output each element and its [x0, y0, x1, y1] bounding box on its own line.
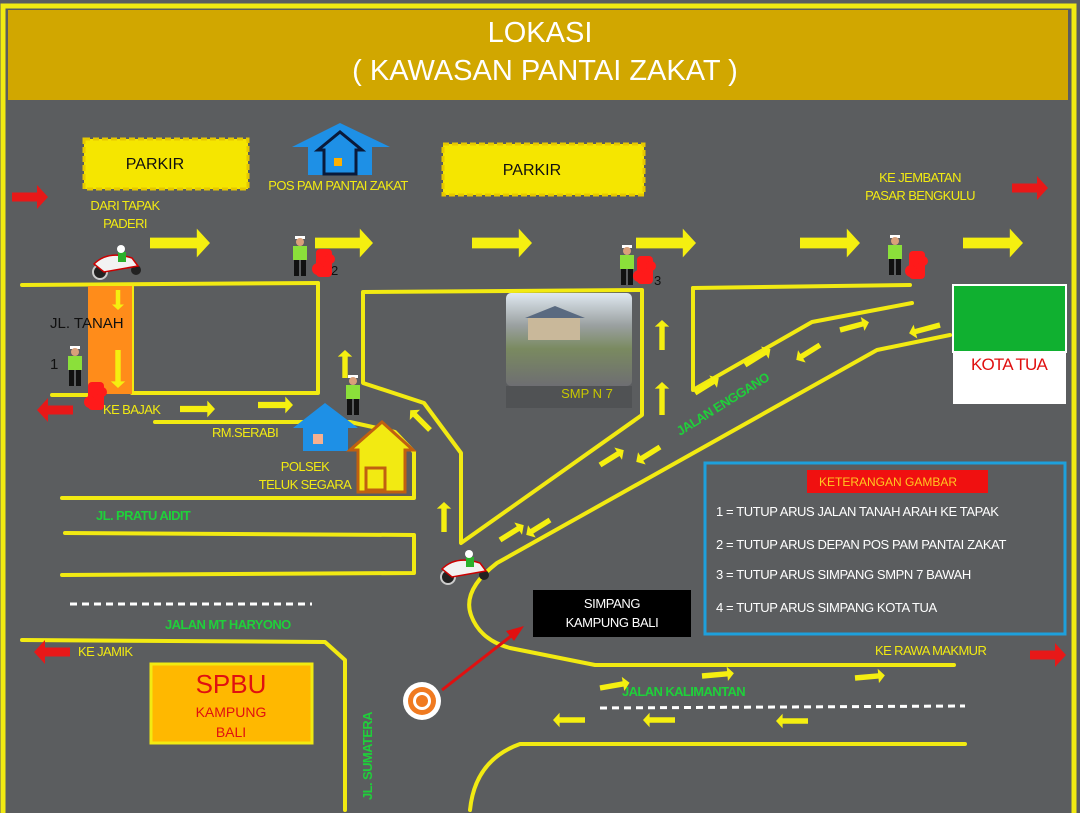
street-kalimantan: JALAN KALIMANTAN: [622, 684, 745, 699]
street-sumatera: JL. SUMATERA: [360, 711, 375, 800]
pos-pam-label: POS PAM PANTAI ZAKAT: [268, 178, 408, 193]
exit-arrow-icon: [1030, 643, 1066, 667]
ke-rawa-makmur-label: KE RAWA MAKMUR: [875, 643, 986, 658]
police-officer-icon: [346, 375, 360, 415]
svg-text:PARKIR: PARKIR: [503, 162, 561, 179]
police-motorcycle-icon: [440, 550, 489, 585]
rm-serabi-label: RM.SERABI: [212, 425, 278, 440]
direction-arrow-icon: [337, 350, 353, 378]
svg-text:PARKIR: PARKIR: [126, 156, 184, 173]
svg-text:KAMPUNG: KAMPUNG: [196, 704, 267, 720]
direction-arrow-icon: [110, 350, 126, 388]
street-pratu-aidit: JL. PRATU AIDIT: [96, 508, 191, 523]
ke-jembatan-label-1: KE JEMBATAN: [879, 170, 961, 185]
ke-bajak-label: KE BAJAK: [103, 402, 161, 417]
kota-tua-block: KOTA TUA: [952, 284, 1067, 404]
direction-arrow-icon: [315, 228, 373, 258]
road-closure-icon: [312, 249, 335, 277]
legend-box: KETERANGAN GAMBAR 1 = TUTUP ARUS JALAN T…: [703, 461, 1067, 636]
pos-pam-house-icon: [292, 123, 390, 176]
legend-item: 4 = TUTUP ARUS SIMPANG KOTA TUA: [716, 600, 938, 615]
pointer-arrow-icon: [441, 626, 524, 692]
direction-arrow-icon: [839, 316, 869, 333]
road-closure-icon: [905, 251, 928, 279]
svg-text:BALI: BALI: [216, 724, 246, 740]
direction-arrow-icon: [963, 228, 1023, 258]
map-border: [0, 3, 1077, 813]
road-closure-icon: [633, 256, 656, 284]
legend-title: KETERANGAN GAMBAR: [819, 475, 957, 489]
polsek-label-1: POLSEK: [281, 459, 330, 474]
legend-item: 3 = TUTUP ARUS SIMPANG SMPN 7 BAWAH: [716, 567, 971, 582]
jl-tanah-label: JL. TANAH: [50, 315, 124, 332]
direction-arrow-icon: [800, 228, 860, 258]
direction-arrow-icon: [436, 502, 452, 532]
building-house-icon: [346, 419, 417, 494]
police-officer-icon: [293, 236, 307, 276]
direction-arrow-icon: [598, 447, 624, 468]
direction-arrow-icon: [654, 382, 670, 415]
legend-item: 2 = TUTUP ARUS DEPAN POS PAM PANTAI ZAKA…: [716, 537, 1006, 552]
exit-arrow-icon: [1012, 176, 1048, 200]
ke-jamik-label: KE JAMIK: [78, 644, 133, 659]
location-target-icon: [403, 682, 441, 720]
direction-arrow-icon: [498, 522, 524, 543]
direction-arrow-icon: [150, 228, 210, 258]
title-bar: LOKASI ( KAWASAN PANTAI ZAKAT ): [8, 10, 1068, 100]
title-line-2: ( KAWASAN PANTAI ZAKAT ): [352, 55, 738, 87]
figures: [68, 235, 928, 585]
svg-text:SPBU: SPBU: [196, 669, 267, 699]
road-closure-icon: [84, 382, 107, 410]
police-officer-icon: [620, 245, 634, 285]
parkir-left: PARKIR: [82, 137, 250, 191]
kota-tua-label: KOTA TUA: [971, 355, 1049, 374]
exit-arrow-icon: [12, 185, 48, 209]
direction-arrow-icon: [409, 409, 432, 432]
polsek-house-icon: [293, 403, 358, 451]
direction-arrow-icon: [701, 666, 734, 681]
direction-arrow-icon: [599, 676, 630, 692]
point-3-label: 3: [654, 273, 661, 288]
direction-arrow-icon: [112, 290, 124, 310]
smp-photo: [506, 293, 632, 408]
direction-arrow-icon: [553, 712, 585, 728]
direction-arrow-icon: [472, 228, 532, 258]
police-officer-icon: [888, 235, 902, 275]
dari-tapak-label-2: PADERI: [103, 216, 147, 231]
traffic-arrows: [12, 176, 1066, 729]
svg-text:SIMPANG: SIMPANG: [584, 596, 640, 611]
direction-arrow-icon: [654, 320, 670, 350]
smp-label: SMP N 7: [561, 386, 613, 401]
spbu-box: SPBU KAMPUNG BALI: [149, 662, 314, 745]
police-officer-icon: [68, 346, 82, 386]
direction-arrow-icon: [693, 375, 719, 396]
point-1-label: 1: [50, 356, 58, 373]
direction-arrow-icon: [180, 400, 215, 418]
street-mt-haryono: JALAN MT HARYONO: [165, 617, 291, 632]
svg-text:KAMPUNG BALI: KAMPUNG BALI: [566, 615, 659, 630]
direction-arrow-icon: [776, 713, 808, 729]
polsek-label-2: TELUK SEGARA: [259, 477, 352, 492]
legend-item: 1 = TUTUP ARUS JALAN TANAH ARAH KE TAPAK: [716, 504, 999, 519]
title-line-1: LOKASI: [488, 17, 593, 49]
direction-arrow-icon: [636, 444, 662, 465]
direction-arrow-icon: [643, 712, 675, 728]
direction-arrow-icon: [854, 668, 885, 684]
ke-jembatan-label-2: PASAR BENGKULU: [865, 188, 975, 203]
direction-arrow-icon: [743, 346, 771, 368]
direction-arrow-icon: [636, 228, 696, 258]
direction-arrow-icon: [526, 517, 552, 538]
parkir-right: PARKIR: [441, 142, 646, 197]
police-motorcycle-icon: [92, 245, 141, 280]
direction-arrow-icon: [796, 342, 822, 363]
exit-arrow-icon: [34, 640, 70, 664]
direction-arrow-icon: [258, 396, 293, 414]
jalan-tanah-closed-segment: [88, 286, 132, 394]
dari-tapak-label-1: DARI TAPAK: [90, 198, 160, 213]
point-2-label: 2: [331, 263, 338, 278]
exit-arrow-icon: [37, 398, 73, 422]
direction-arrow-icon: [909, 322, 941, 339]
simpang-kampung-bali-label: SIMPANG KAMPUNG BALI: [533, 590, 691, 637]
